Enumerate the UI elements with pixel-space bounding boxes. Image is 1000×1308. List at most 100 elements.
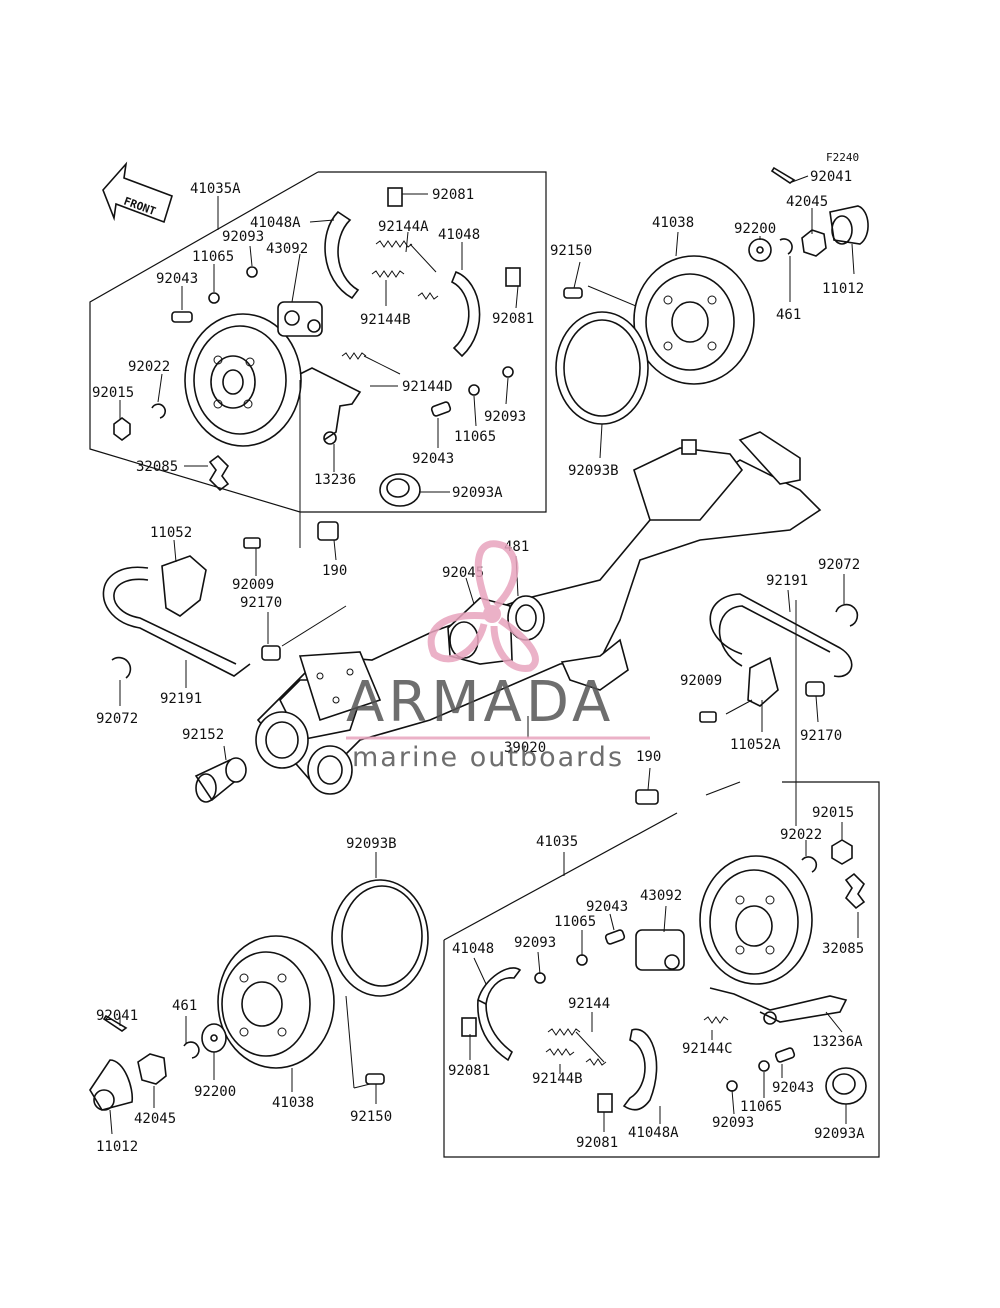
part-label-41035A: 41035A xyxy=(190,181,241,197)
part-label-41048A-b: 41048A xyxy=(628,1125,679,1141)
bushing-92152 xyxy=(194,757,247,803)
part-label-92170: 92170 xyxy=(240,595,282,611)
part-label-92191-b: 92191 xyxy=(160,691,202,707)
drum-seal-92093B-top xyxy=(555,311,649,425)
brake-shoe-41048A-bottom xyxy=(622,1028,658,1111)
part-label-92144D: 92144D xyxy=(402,379,453,395)
part-label-92093B-b: 92093B xyxy=(346,836,397,852)
part-label-92093-d: 92093 xyxy=(712,1115,754,1131)
part-label-92081-c: 92081 xyxy=(448,1063,490,1079)
wheel-cylinder-bottom xyxy=(635,929,685,971)
brake-shoe-41048A-top xyxy=(324,210,360,300)
clip-32085-top xyxy=(208,454,230,492)
small-parts-top xyxy=(113,187,521,507)
part-labels: F2240 41035A 92081 41048A 92144A 92093 4… xyxy=(92,151,865,1155)
part-label-92081-b: 92081 xyxy=(492,311,534,327)
figure-code-label: F2240 xyxy=(826,151,859,164)
part-label-41048-b: 41048 xyxy=(452,941,494,957)
part-label-92093-b: 92093 xyxy=(484,409,526,425)
part-label-92144B-b: 92144B xyxy=(532,1071,583,1087)
brake-shoe-41048-top xyxy=(450,270,481,358)
brake-panel-top xyxy=(184,313,302,447)
drum-seal-92093B-bottom xyxy=(331,879,429,997)
part-label-11065-d: 11065 xyxy=(740,1099,782,1115)
front-arrow-icon: FRONT xyxy=(102,161,173,224)
part-label-11012-b: 11012 xyxy=(96,1139,138,1155)
part-label-42045: 42045 xyxy=(786,194,828,210)
part-label-11065-c: 11065 xyxy=(554,914,596,930)
part-label-92022-b: 92022 xyxy=(780,827,822,843)
part-label-92150: 92150 xyxy=(550,243,592,259)
part-label-92093B: 92093B xyxy=(568,463,619,479)
part-label-92170-b: 92170 xyxy=(800,728,842,744)
part-label-92152: 92152 xyxy=(182,727,224,743)
small-parts-bottom xyxy=(461,839,867,1113)
part-label-92093: 92093 xyxy=(222,229,264,245)
breather-hoses xyxy=(102,521,339,679)
part-label-39020: 39020 xyxy=(504,740,546,756)
part-label-92043-d: 92043 xyxy=(772,1080,814,1096)
part-label-11012: 11012 xyxy=(822,281,864,297)
part-label-92200-b: 92200 xyxy=(194,1084,236,1100)
part-label-92015-b: 92015 xyxy=(812,805,854,821)
part-label-92144B: 92144B xyxy=(360,312,411,328)
bottom-group-frame xyxy=(443,781,880,1158)
part-label-41048: 41048 xyxy=(438,227,480,243)
part-label-190: 190 xyxy=(322,563,347,579)
hub-parts-bottom xyxy=(89,1014,385,1111)
part-label-43092: 43092 xyxy=(266,241,308,257)
part-label-92015: 92015 xyxy=(92,385,134,401)
part-label-41048A: 41048A xyxy=(250,215,301,231)
part-label-92200: 92200 xyxy=(734,221,776,237)
part-label-92041: 92041 xyxy=(810,169,852,185)
part-label-92041-b: 92041 xyxy=(96,1008,138,1024)
part-label-11065: 11065 xyxy=(192,249,234,265)
part-label-11052: 11052 xyxy=(150,525,192,541)
part-label-32085-b: 32085 xyxy=(822,941,864,957)
part-label-42045-b: 42045 xyxy=(134,1111,176,1127)
lever-13236A xyxy=(709,987,848,1025)
part-label-92144C: 92144C xyxy=(682,1041,733,1057)
part-label-92093-c: 92093 xyxy=(514,935,556,951)
part-label-92045: 92045 xyxy=(442,565,484,581)
springs-bottom xyxy=(545,1016,729,1066)
part-label-92093A: 92093A xyxy=(452,485,503,501)
watermark-tagline: marine outboards xyxy=(352,742,625,773)
lever-13236 xyxy=(299,367,362,445)
part-label-190-b: 190 xyxy=(636,749,661,765)
part-label-92150-b: 92150 xyxy=(350,1109,392,1125)
part-label-92043-c: 92043 xyxy=(586,899,628,915)
part-label-41035: 41035 xyxy=(536,834,578,850)
part-label-13236A: 13236A xyxy=(812,1034,863,1050)
part-label-11052A: 11052A xyxy=(730,737,781,753)
part-label-41038-b: 41038 xyxy=(272,1095,314,1111)
part-label-92081-d: 92081 xyxy=(576,1135,618,1151)
breather-hoses-right xyxy=(635,593,859,805)
part-label-11065-b: 11065 xyxy=(454,429,496,445)
watermark-propeller-logo xyxy=(427,540,539,672)
hub-parts-top xyxy=(563,166,869,299)
brake-shoe-41048-bottom xyxy=(477,967,522,1062)
part-label-92009-b: 92009 xyxy=(680,673,722,689)
part-label-92043: 92043 xyxy=(156,271,198,287)
part-label-43092-b: 43092 xyxy=(640,888,682,904)
part-label-92144: 92144 xyxy=(568,996,610,1012)
part-label-92022: 92022 xyxy=(128,359,170,375)
part-label-92093A-b: 92093A xyxy=(814,1126,865,1142)
wheel-cylinder-top xyxy=(277,301,323,337)
drum-41038-top xyxy=(633,255,755,385)
part-label-461-b: 461 xyxy=(172,998,197,1014)
watermark-brand: ARMADA xyxy=(346,670,615,735)
brake-panel-bottom xyxy=(699,855,813,985)
part-label-461: 461 xyxy=(776,307,801,323)
part-label-92043-b: 92043 xyxy=(412,451,454,467)
part-label-92072: 92072 xyxy=(818,557,860,573)
part-label-13236: 13236 xyxy=(314,472,356,488)
part-label-92072-b: 92072 xyxy=(96,711,138,727)
leader-lines xyxy=(109,175,859,1135)
part-label-92081: 92081 xyxy=(432,187,474,203)
part-label-41038: 41038 xyxy=(652,215,694,231)
part-label-92009: 92009 xyxy=(232,577,274,593)
